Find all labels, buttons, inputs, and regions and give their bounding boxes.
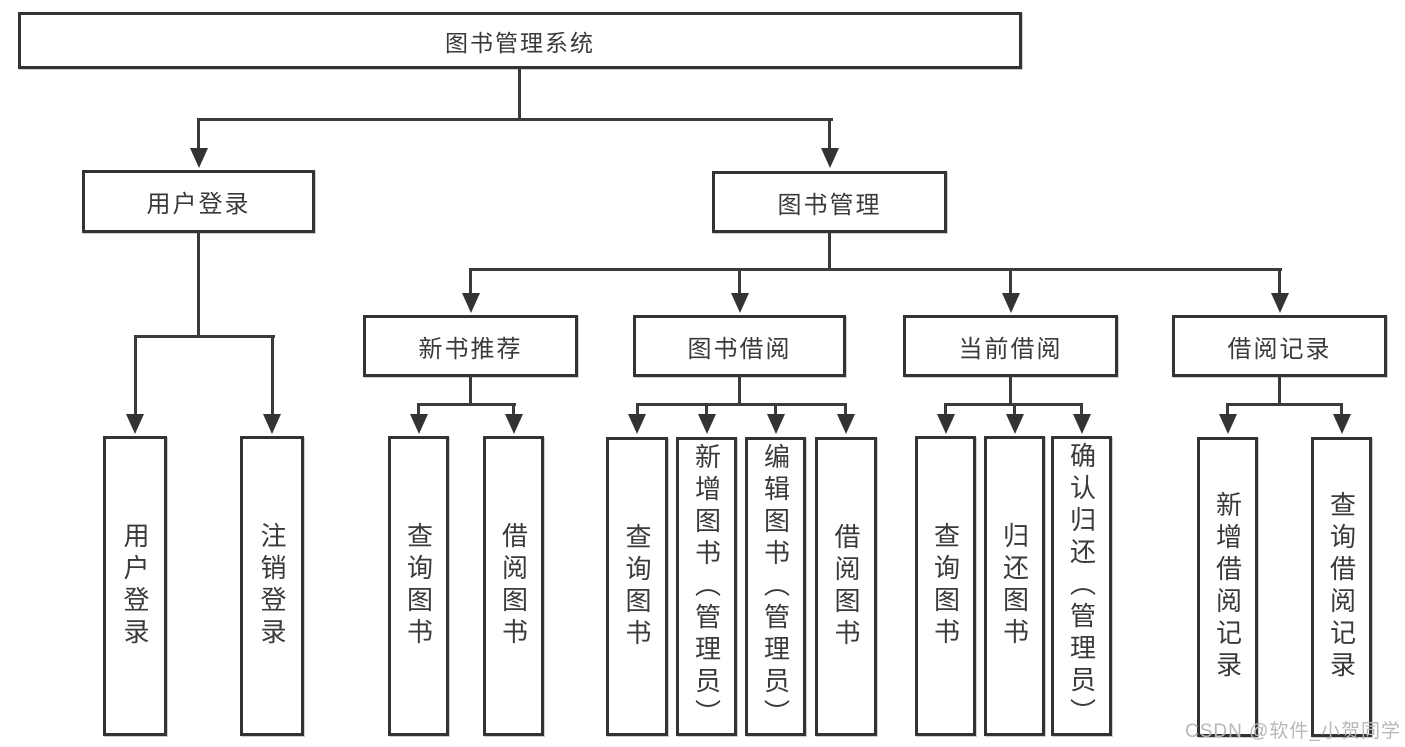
- arrow-down-icon: [1219, 414, 1237, 434]
- node-book-management: 图书管理: [712, 171, 947, 233]
- arrow-down-icon: [410, 414, 428, 434]
- node-book-borrow: 图书借阅: [633, 315, 846, 377]
- connector-line: [1278, 270, 1281, 294]
- connector-line: [417, 405, 420, 415]
- arrow-down-icon: [698, 414, 716, 434]
- leaf-borrow-books-new: 借阅图书: [483, 436, 544, 736]
- connector-line: [774, 405, 777, 415]
- connector-line: [518, 68, 521, 120]
- connector-line: [636, 405, 639, 415]
- leaf-query-books-borrow: 查询图书: [606, 437, 668, 736]
- node-new-books: 新书推荐: [363, 315, 578, 377]
- arrow-down-icon: [1271, 293, 1289, 313]
- connector-line: [738, 270, 741, 294]
- arrow-down-icon: [767, 414, 785, 434]
- leaf-return-book: 归还图书: [984, 436, 1045, 736]
- leaf-user-login: 用户登录: [103, 436, 167, 736]
- leaf-add-book-admin: 新增图书（管理员）: [676, 437, 737, 736]
- leaf-query-books-current: 查询图书: [915, 436, 976, 736]
- node-user-login: 用户登录: [82, 170, 315, 233]
- connector-line: [1226, 403, 1343, 406]
- arrow-down-icon: [821, 148, 839, 168]
- connector-line: [738, 377, 741, 405]
- connector-line: [1009, 377, 1012, 405]
- connector-line: [512, 405, 515, 415]
- arrow-down-icon: [190, 148, 208, 168]
- arrow-down-icon: [263, 414, 281, 434]
- connector-line: [1226, 405, 1229, 415]
- connector-line: [1009, 270, 1012, 294]
- node-root: 图书管理系统: [18, 12, 1022, 69]
- connector-line: [1080, 405, 1083, 415]
- arrow-down-icon: [462, 293, 480, 313]
- arrow-down-icon: [1333, 414, 1351, 434]
- arrow-down-icon: [628, 414, 646, 434]
- arrow-down-icon: [731, 293, 749, 313]
- arrow-down-icon: [937, 414, 955, 434]
- connector-line: [197, 120, 200, 150]
- connector-line: [828, 120, 831, 150]
- connector-line: [417, 403, 516, 406]
- connector-line: [469, 377, 472, 405]
- leaf-add-borrow-record: 新增借阅记录: [1197, 437, 1258, 737]
- connector-line: [1340, 405, 1343, 415]
- arrow-down-icon: [837, 414, 855, 434]
- arrow-down-icon: [126, 414, 144, 434]
- connector-line: [271, 337, 274, 415]
- leaf-query-borrow-record: 查询借阅记录: [1311, 437, 1372, 737]
- leaf-edit-book-admin: 编辑图书（管理员）: [745, 437, 806, 736]
- connector-line: [828, 233, 831, 270]
- arrow-down-icon: [1006, 414, 1024, 434]
- connector-line: [197, 118, 833, 121]
- watermark: CSDN @软件_小贺同学: [1185, 721, 1401, 742]
- leaf-logout: 注销登录: [240, 436, 304, 736]
- connector-line: [1278, 377, 1281, 405]
- connector-line: [705, 405, 708, 415]
- node-current-borrow: 当前借阅: [903, 315, 1118, 377]
- connector-line: [944, 403, 1083, 406]
- connector-line: [469, 268, 1282, 271]
- arrow-down-icon: [1002, 293, 1020, 313]
- connector-line: [1013, 405, 1016, 415]
- connector-line: [134, 335, 275, 338]
- leaf-borrow-books-borrow: 借阅图书: [815, 437, 877, 736]
- leaf-query-books-new: 查询图书: [388, 436, 449, 736]
- leaf-confirm-return-admin: 确认归还（管理员）: [1051, 436, 1112, 736]
- connector-line: [944, 405, 947, 415]
- connector-line: [636, 403, 847, 406]
- connector-line: [469, 270, 472, 294]
- arrow-down-icon: [505, 414, 523, 434]
- connector-line: [844, 405, 847, 415]
- node-borrow-records: 借阅记录: [1172, 315, 1387, 377]
- arrow-down-icon: [1073, 414, 1091, 434]
- connector-line: [197, 233, 200, 337]
- connector-line: [134, 337, 137, 415]
